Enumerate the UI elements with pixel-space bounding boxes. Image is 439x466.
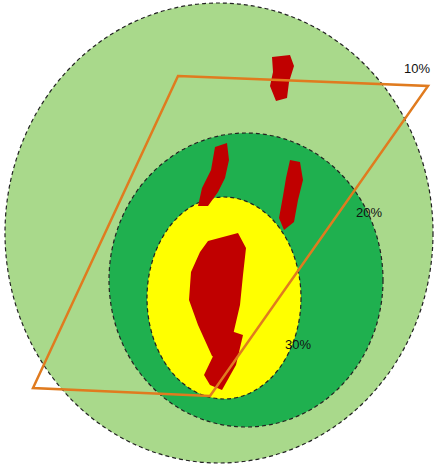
red-patch: [204, 330, 243, 390]
zone-percent-label: 10%: [404, 62, 430, 75]
red-patch: [198, 143, 229, 206]
red-patch: [270, 55, 294, 101]
middle-zone: [109, 133, 383, 427]
zone-percent-label: 20%: [356, 206, 382, 219]
zone-percent-label: 30%: [285, 338, 311, 351]
red-patch: [279, 160, 303, 230]
outer-zone: [5, 3, 433, 463]
study-area-outline: [33, 76, 428, 396]
